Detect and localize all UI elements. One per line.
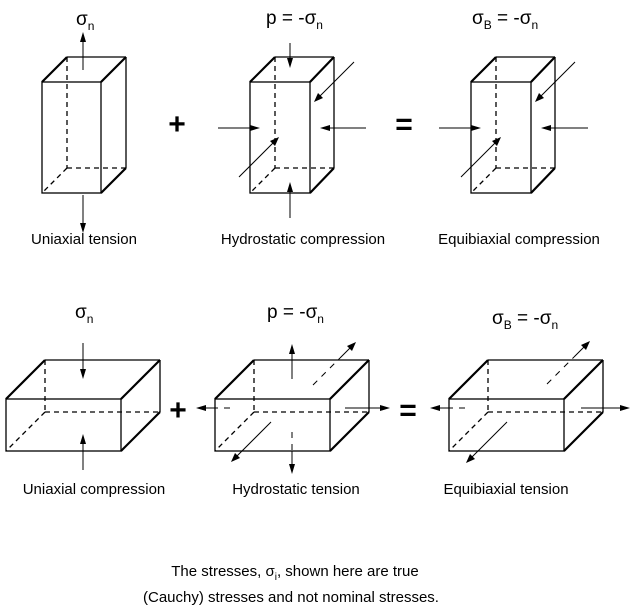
equals-operator-bottom: = [399, 394, 417, 427]
block-uniaxial-compression [5, 359, 161, 452]
formula-equibiaxial-tension: σB = -σn [492, 308, 558, 332]
equals-operator-top: = [395, 108, 413, 141]
force-arrows-equibiaxial-compression [439, 61, 588, 178]
formula-uniaxial-tension: σn [76, 9, 94, 33]
force-arrows-hydrostatic-compression [218, 43, 366, 218]
label-hydrostatic-tension: Hydrostatic tension [232, 481, 360, 498]
block-hydrostatic-tension [214, 359, 370, 452]
force-arrows-uniaxial-tension [80, 32, 86, 233]
force-arrows-uniaxial-compression [80, 343, 86, 470]
formula-uniaxial-compression: σn [75, 302, 93, 326]
formula-hydrostatic-compression: p = -σn [266, 8, 323, 32]
block-hydrostatic-compression [249, 56, 335, 194]
formula-hydrostatic-tension: p = -σn [267, 302, 324, 326]
force-arrows-equibiaxial-tension [430, 341, 630, 463]
label-uniaxial-compression: Uniaxial compression [23, 481, 166, 498]
plus-operator-bottom: + [169, 394, 187, 427]
footnote-line-2: (Cauchy) stresses and not nominal stress… [143, 589, 439, 606]
label-hydrostatic-compression: Hydrostatic compression [221, 231, 385, 248]
block-uniaxial-tension [41, 56, 127, 194]
footnote-line-1: The stresses, σi, shown here are true [171, 563, 418, 583]
label-equibiaxial-tension: Equibiaxial tension [443, 481, 568, 498]
formula-equibiaxial-compression: σB = -σn [472, 8, 538, 32]
plus-operator-top: + [168, 108, 186, 141]
block-equibiaxial-tension [448, 359, 604, 452]
block-equibiaxial-compression [470, 56, 556, 194]
label-equibiaxial-compression: Equibiaxial compression [438, 231, 600, 248]
label-uniaxial-tension: Uniaxial tension [31, 231, 137, 248]
force-arrows-hydrostatic-tension [196, 342, 390, 474]
